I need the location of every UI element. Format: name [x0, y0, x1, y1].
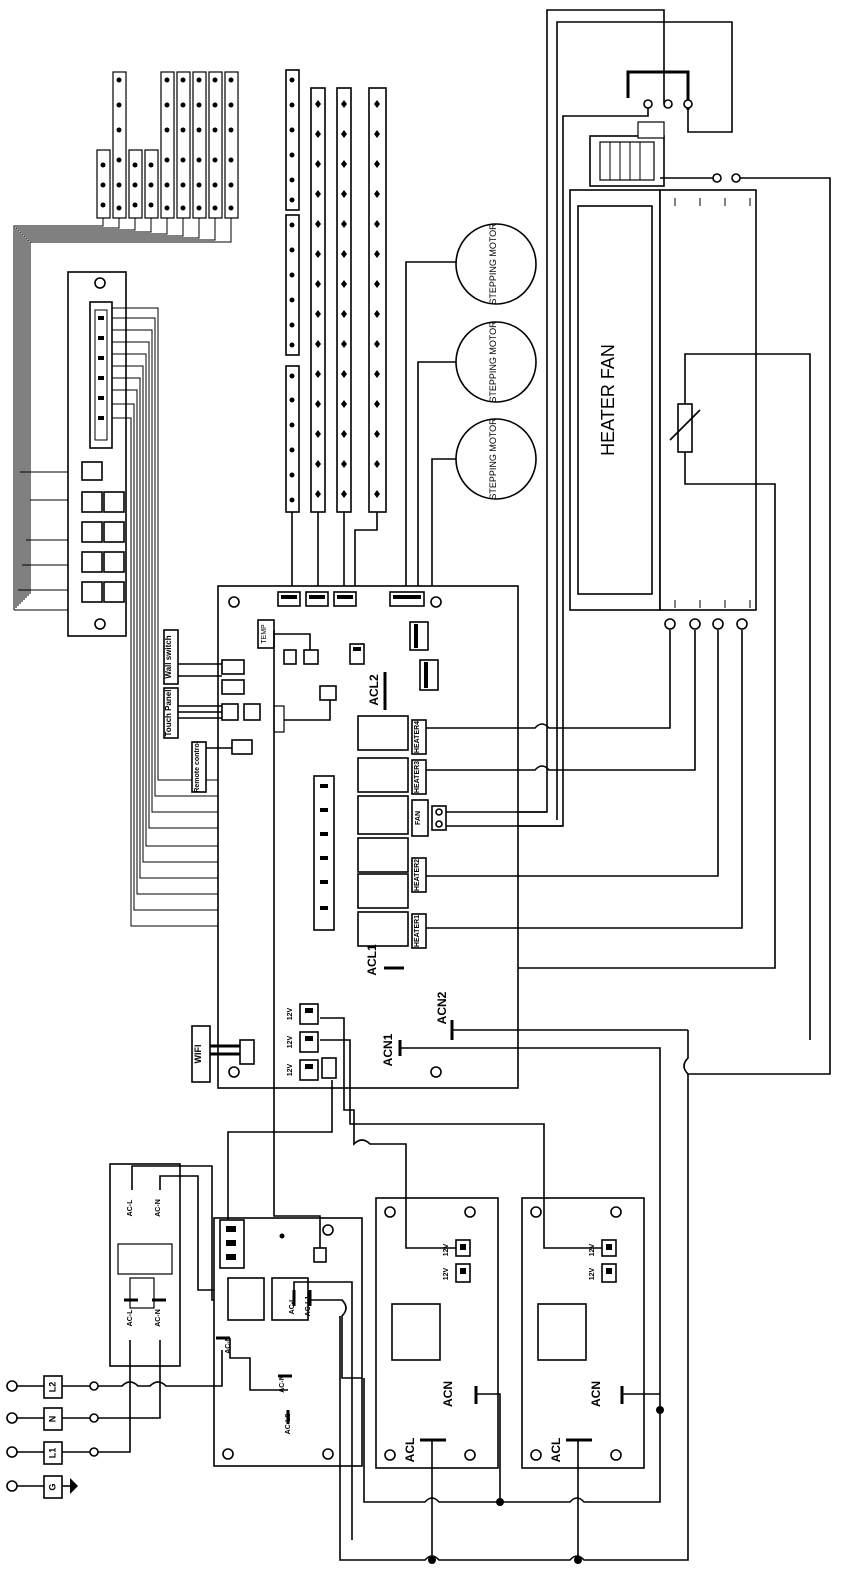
terminal-label-l1: L1 [47, 1448, 57, 1459]
relay-board: AC-N AC-L AC-L1 AC-N AC-L2 [213, 630, 363, 1540]
terminal-label-g: G [47, 1483, 57, 1490]
acl2-label: ACL2 [367, 674, 381, 706]
terminal-label-l2: L2 [47, 1382, 57, 1393]
relay-label-heater1: HEATER1 [414, 915, 421, 947]
main-control-board: TEMP ACL2 Wall switch Touch Panel Remote… [163, 585, 743, 1410]
relay-label-heater3: HEATER3 [414, 761, 421, 793]
relay-label-heater4: HEATER4 [414, 721, 421, 753]
stepping-motors: STEPPING MOTOR STEPPING MOTOR STEPPING M… [405, 223, 537, 656]
input-terminals: L2 N L1 G [6, 1340, 223, 1499]
wifi-label: WIFI [193, 1045, 203, 1064]
mainboard-12v-1: 12V [287, 1007, 294, 1020]
filter-board: AC-L AC-N AC-L AC-N [109, 1163, 300, 1367]
filter-label-ac-n-top: AC-N [155, 1199, 162, 1217]
filter-label-ac-l-bottom: AC-L [127, 1309, 134, 1326]
filter-label-ac-n-bottom: AC-N [155, 1309, 162, 1327]
led-controller-board [67, 271, 127, 637]
side-label-remote-control: Remote control [194, 741, 201, 792]
acn1-label: ACN1 [381, 1033, 395, 1066]
terminal-label-n: N [47, 1416, 57, 1423]
relay-label-ac-n: AC-N [279, 1375, 286, 1393]
psu1-12v-1: 12V [443, 1243, 450, 1256]
psu1-acl-label: ACL [403, 1438, 417, 1463]
psu1-12v-2: 12V [443, 1267, 450, 1280]
bottom-bus-wires [339, 1030, 689, 1564]
psu2-12v-1: 12V [589, 1243, 596, 1256]
filter-label-ac-l-top: AC-L [127, 1199, 134, 1216]
power-supply-2: 12V 12V ACN ACL [320, 1039, 660, 1560]
led-bar-group-left [96, 71, 239, 219]
mainboard-12v-2: 12V [287, 1035, 294, 1048]
light-bars [285, 69, 387, 594]
relays: HEATER4 HEATER3 FAN HEATER2 HEATER1 [357, 715, 447, 949]
psu2-acn-label: ACN [589, 1381, 603, 1407]
psu1-acn-label: ACN [441, 1381, 455, 1407]
psu2-acl-label: ACL [549, 1438, 563, 1463]
relay-label-heater2: HEATER2 [414, 859, 421, 891]
heater-fan-label: HEATER FAN [598, 344, 618, 456]
side-label-wall-switch: Wall switch [164, 635, 173, 678]
acn2-label: ACN2 [435, 991, 449, 1024]
heater-fan-assembly: HEATER FAN [400, 9, 831, 1075]
stepping-motor-label-1: STEPPING MOTOR [488, 223, 498, 305]
stepping-motor-label-3: STEPPING MOTOR [488, 418, 498, 500]
temp-label: TEMP [261, 624, 268, 644]
relay-label-fan: FAN [415, 811, 422, 825]
ground-icon [70, 1478, 78, 1494]
stepping-motor-label-2: STEPPING MOTOR [488, 321, 498, 403]
power-supply-1: 12V 12V ACN ACL [320, 1017, 501, 1560]
relay-label-ac-n-left: AC-N [225, 1336, 232, 1354]
mainboard-12v-3: 12V [287, 1063, 294, 1076]
acl1-label: ACL1 [365, 944, 379, 976]
side-label-touch-panel: Touch Panel [164, 690, 173, 737]
psu2-12v-2: 12V [589, 1267, 596, 1280]
